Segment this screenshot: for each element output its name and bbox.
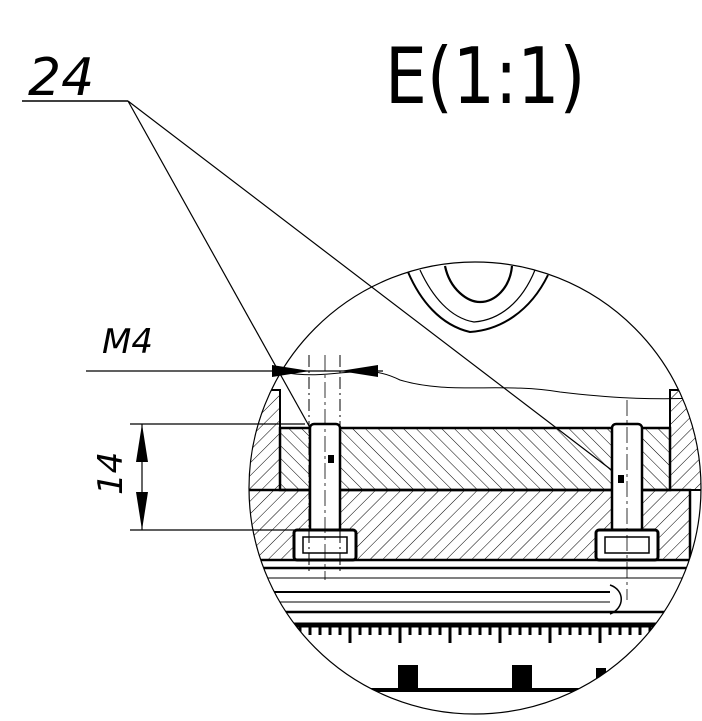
height-arrow-top [136, 424, 148, 462]
detail-circle [248, 261, 702, 715]
thread-label: M4 [102, 322, 153, 362]
detail-circle-content [249, 265, 701, 692]
view-label: E(1:1) [385, 32, 585, 123]
scale-ticks [298, 625, 692, 643]
height-dimension: 14 [91, 452, 131, 495]
callout-number: 24 [28, 48, 94, 108]
leader-line-left [127, 100, 329, 461]
thread-arrow-left [272, 365, 310, 377]
screw-right [594, 400, 660, 600]
leader-line-right [127, 100, 623, 479]
height-arrow-bottom [136, 492, 148, 530]
screw-left [292, 355, 358, 580]
